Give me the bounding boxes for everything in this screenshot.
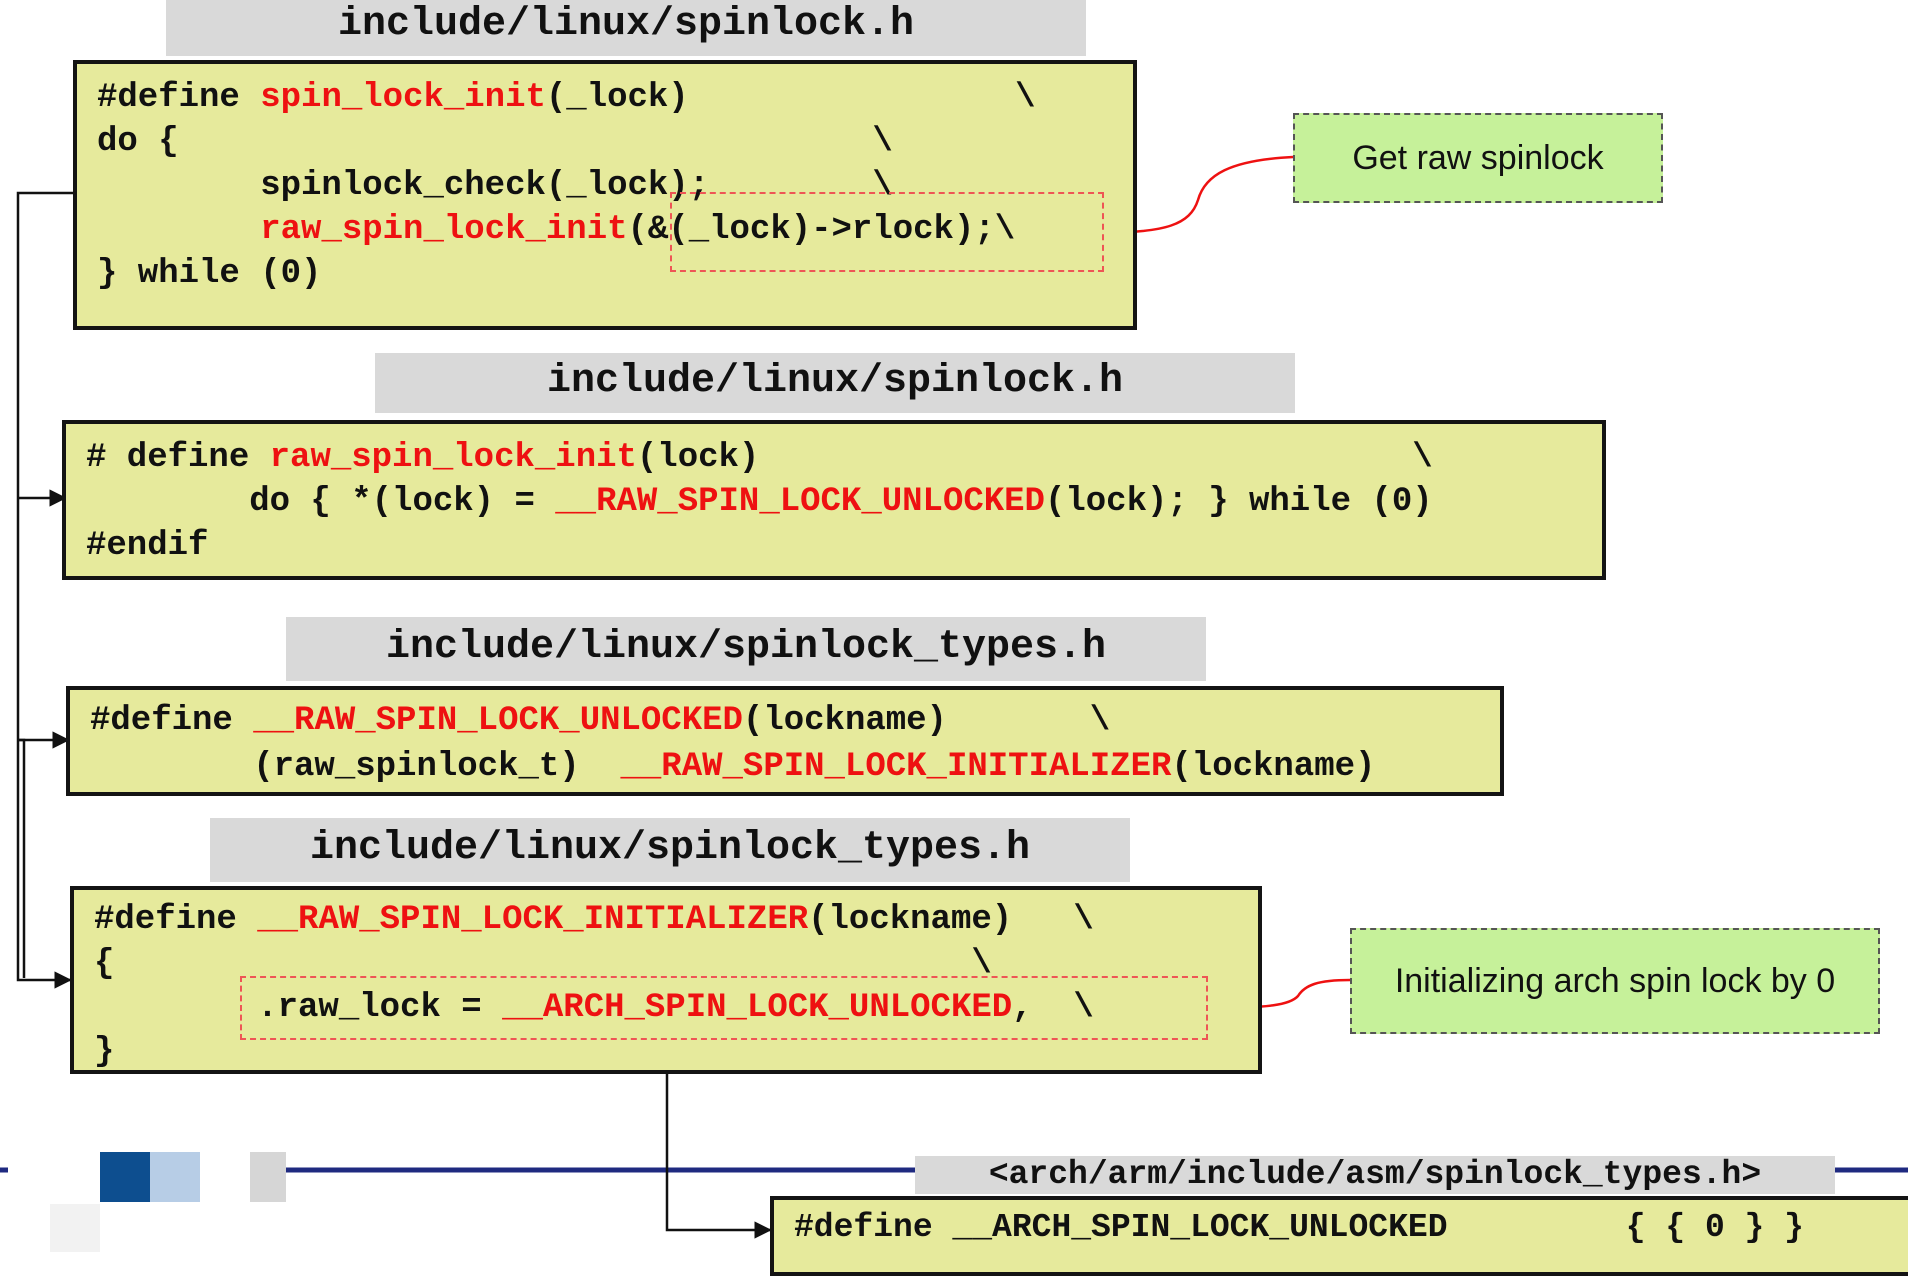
file-label-2: include/linux/spinlock.h	[375, 353, 1295, 413]
code-block-4: #define __RAW_SPIN_LOCK_INITIALIZER(lock…	[70, 886, 1262, 1074]
code-line: spinlock_check(_lock); \	[97, 167, 893, 205]
code-line: } while (0)	[97, 255, 322, 293]
file-label-3: include/linux/spinlock_types.h	[286, 617, 1206, 681]
code-line: { \	[94, 945, 992, 983]
note-get-raw-spinlock: Get raw spinlock	[1293, 113, 1663, 203]
code-line: #define spin_lock_init(_lock) \	[97, 79, 1036, 117]
file-label-1: include/linux/spinlock.h	[166, 0, 1086, 56]
highlight-raw-lock	[240, 976, 1208, 1040]
function-name: __RAW_SPIN_LOCK_UNLOCKED	[253, 702, 743, 740]
function-name: __RAW_SPIN_LOCK_INITIALIZER	[620, 748, 1172, 786]
slide-square-gray	[250, 1152, 286, 1202]
function-name: raw_spin_lock_init	[269, 439, 637, 477]
function-name: __RAW_SPIN_LOCK_INITIALIZER	[257, 901, 809, 939]
arrow-to-block3-split	[18, 738, 26, 978]
arrow-to-block5	[665, 1072, 772, 1239]
arrow-note-raw	[1104, 155, 1294, 242]
slide-square-light	[150, 1152, 200, 1202]
bracket-line	[16, 191, 75, 989]
code-line: # define raw_spin_lock_init(lock) \	[86, 439, 1433, 477]
slide-square-faint	[50, 1204, 100, 1252]
code-block-1: #define spin_lock_init(_lock) \ do { \ s…	[73, 60, 1137, 330]
code-line: #define __RAW_SPIN_LOCK_UNLOCKED(locknam…	[90, 702, 1111, 740]
code-line: #endif	[86, 527, 209, 565]
file-label-4: include/linux/spinlock_types.h	[210, 818, 1130, 882]
code-line: .raw_lock = __ARCH_SPIN_LOCK_UNLOCKED, \	[94, 989, 1094, 1027]
code-line: #define __ARCH_SPIN_LOCK_UNLOCKED { { 0 …	[794, 1209, 1804, 1246]
code-line: }	[94, 1033, 115, 1071]
note-initializing-arch-spin-lock: Initializing arch spin lock by 0	[1350, 928, 1880, 1034]
code-block-2: # define raw_spin_lock_init(lock) \ do {…	[62, 420, 1606, 580]
code-block-5: #define __ARCH_SPIN_LOCK_UNLOCKED { { 0 …	[770, 1196, 1908, 1276]
code-block-3: #define __RAW_SPIN_LOCK_UNLOCKED(locknam…	[66, 686, 1504, 796]
code-line: (raw_spinlock_t) __RAW_SPIN_LOCK_INITIAL…	[90, 748, 1376, 786]
function-name: spin_lock_init	[260, 79, 546, 117]
function-name: __RAW_SPIN_LOCK_UNLOCKED	[555, 483, 1045, 521]
highlight-rlock	[670, 192, 1104, 272]
function-name: __ARCH_SPIN_LOCK_UNLOCKED	[502, 989, 1013, 1027]
function-name: raw_spin_lock_init	[260, 211, 628, 249]
code-line: raw_spin_lock_init(&(_lock)->rlock);\	[260, 211, 1016, 249]
code-line: #define __RAW_SPIN_LOCK_INITIALIZER(lock…	[94, 901, 1094, 939]
code-line: do { *(lock) = __RAW_SPIN_LOCK_UNLOCKED(…	[86, 483, 1433, 521]
code-line: do { \	[97, 123, 893, 161]
file-label-5: <arch/arm/include/asm/spinlock_types.h>	[915, 1156, 1835, 1194]
slide-square-dark	[100, 1152, 150, 1202]
